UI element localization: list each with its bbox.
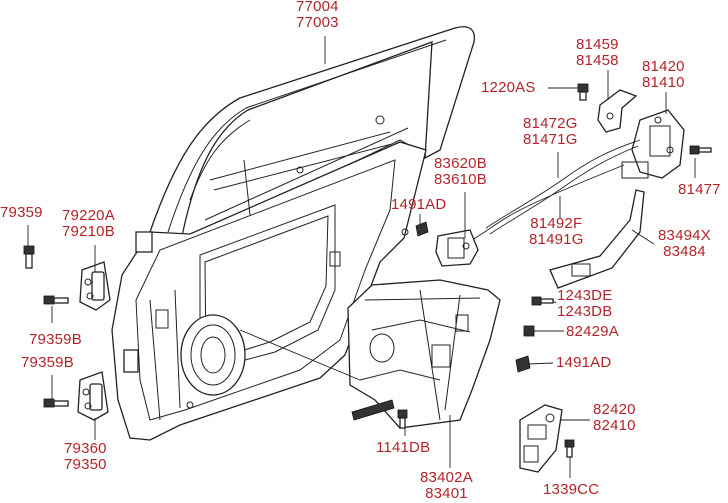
part-number: 1491AD xyxy=(556,354,612,371)
screw-1220as xyxy=(577,83,589,101)
label-1141db: 1141DB xyxy=(376,440,430,456)
label-79359b-upper: 79359B xyxy=(29,332,82,348)
part-number: 81492F xyxy=(530,215,583,232)
part-number: 79359 xyxy=(0,204,43,221)
part-number: 83401 xyxy=(425,485,468,502)
label-81459-81458: 81459 81458 xyxy=(576,37,619,69)
bolt-79359b-lower xyxy=(43,398,69,408)
label-81472g-81471g: 81472G 81471G xyxy=(523,116,578,148)
part-number: 77004 xyxy=(296,0,339,15)
part-number: 1141DB xyxy=(376,439,431,456)
door-grip xyxy=(549,189,645,289)
part-number: 82410 xyxy=(593,417,636,434)
inside-handle xyxy=(435,229,479,267)
label-79360-79350: 79360 79350 xyxy=(64,441,107,473)
part-number: 82420 xyxy=(593,401,636,418)
part-number: 81458 xyxy=(576,52,619,69)
bolt-1243de xyxy=(531,296,554,306)
part-number: 83620B xyxy=(434,155,487,172)
door-latch xyxy=(621,109,685,179)
latch-bracket xyxy=(597,89,638,133)
cable-81492f xyxy=(471,164,625,241)
label-82420-82410: 82420 82410 xyxy=(593,402,636,434)
label-79220a-79210b: 79220A 79210B xyxy=(62,208,115,240)
label-1491ad-top: 1491AD xyxy=(391,197,446,213)
part-number: 82429A xyxy=(566,323,619,340)
label-1243de-1243db: 1243DE 1243DB xyxy=(557,288,612,320)
clip-1491ad-bottom xyxy=(515,355,531,373)
bolt-79359b-upper xyxy=(43,295,69,305)
window-regulator xyxy=(347,279,501,429)
part-number: 79360 xyxy=(64,440,107,457)
part-number: 81420 xyxy=(642,58,685,75)
part-number: 81410 xyxy=(642,74,685,91)
bolt-79359 xyxy=(23,245,35,269)
part-number: 79350 xyxy=(64,456,107,473)
door-assembly xyxy=(111,26,476,441)
label-81477: 81477 xyxy=(678,182,721,198)
part-number: 1243DB xyxy=(557,303,613,320)
part-number: 83494X xyxy=(658,227,711,244)
part-number: 79359B xyxy=(29,331,82,348)
part-number: 81459 xyxy=(576,36,619,53)
part-number: 79210B xyxy=(62,223,115,240)
label-1491ad-bottom: 1491AD xyxy=(556,355,611,371)
leader-lines xyxy=(27,36,696,478)
label-81420-81410: 81420 81410 xyxy=(642,59,685,91)
part-number: 1339CC xyxy=(543,481,600,498)
label-83402a-83401: 83402A 83401 xyxy=(420,470,473,502)
label-83620b-83610b: 83620B 83610B xyxy=(434,156,487,188)
part-number: 81471G xyxy=(523,131,578,148)
lower-hinge xyxy=(77,371,109,421)
part-number: 81472G xyxy=(523,115,578,132)
label-1220as: 1220AS xyxy=(481,80,536,96)
label-81492f-81491g: 81492F 81491G xyxy=(529,216,584,248)
part-number: 1491AD xyxy=(391,196,447,213)
part-number: 81477 xyxy=(678,181,721,198)
bolt-1141db xyxy=(397,409,408,429)
window-frame xyxy=(149,26,476,237)
label-79359b-lower: 79359B xyxy=(21,355,74,371)
part-number: 77003 xyxy=(296,14,339,31)
label-82429a: 82429A xyxy=(566,324,619,340)
window-motor xyxy=(519,404,563,473)
part-number: 1243DE xyxy=(557,287,613,304)
part-number: 81491G xyxy=(529,231,584,248)
label-79359: 79359 xyxy=(0,205,43,221)
part-number: 1220AS xyxy=(481,79,536,96)
nut-82429a xyxy=(523,325,535,337)
screw-81477 xyxy=(689,145,712,155)
cable-81472g xyxy=(485,139,641,229)
label-1339cc: 1339CC xyxy=(543,482,599,498)
part-number: 83484 xyxy=(663,243,706,260)
part-number: 83610B xyxy=(434,171,487,188)
part-number: 79220A xyxy=(62,207,115,224)
part-number: 83402A xyxy=(420,469,473,486)
label-77004-77003: 77004 77003 xyxy=(296,0,339,31)
label-83494x-83484: 83494X 83484 xyxy=(658,228,711,260)
screw-1339cc xyxy=(564,439,575,458)
clip-1491ad-top xyxy=(415,221,429,237)
upper-hinge xyxy=(79,261,111,311)
part-number: 79359B xyxy=(21,354,74,371)
